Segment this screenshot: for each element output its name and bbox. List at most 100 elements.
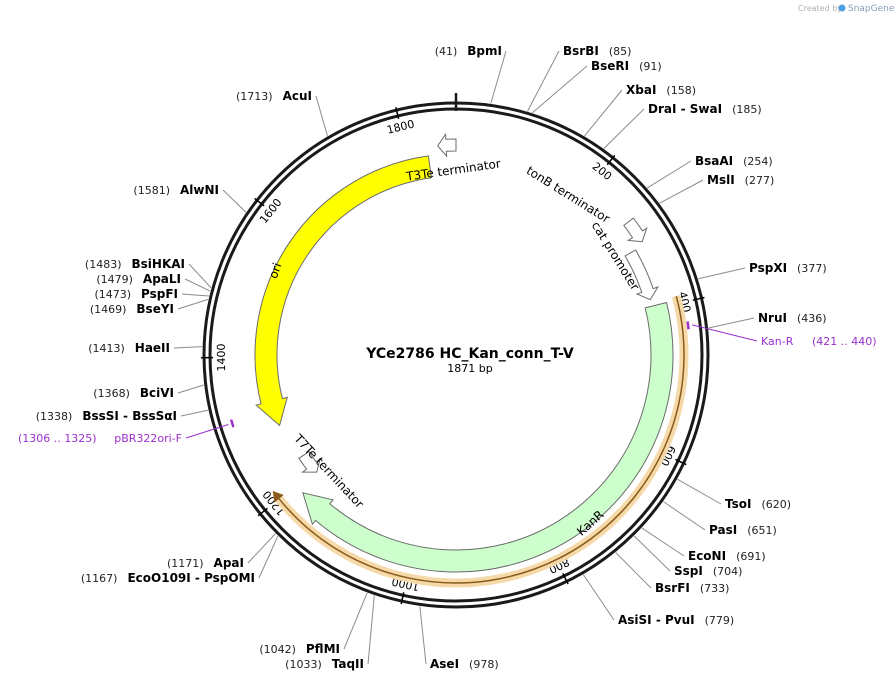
site-name-apali: ApaLI xyxy=(143,272,181,286)
site-sspi[interactable]: SspI (704) xyxy=(633,535,743,578)
site-pos-bseyi: (1469) xyxy=(90,303,127,316)
tick-1000 xyxy=(400,592,405,605)
site-leader-msli xyxy=(659,179,704,204)
tick-1200 xyxy=(257,507,268,517)
site-bsrfi[interactable]: BsrFI(733) xyxy=(615,552,730,595)
site-pflmi[interactable]: PflMI (1042) xyxy=(259,592,368,656)
kanr-highlight-line xyxy=(278,295,685,584)
site-msli[interactable]: MslI(277) xyxy=(659,173,775,204)
plasmid-name: YCe2786 HC_Kan_conn_T-V xyxy=(365,346,574,362)
kanr-highlight-arrowhead xyxy=(272,491,284,503)
site-leader-asei xyxy=(419,606,427,665)
site-leader-bsaai xyxy=(647,160,692,189)
site-leader-tsoi xyxy=(677,478,722,505)
site-leader-pspxi xyxy=(698,267,746,280)
site-apai[interactable]: ApaI (1171) xyxy=(167,533,276,570)
site-pos-pasi: (651) xyxy=(747,524,777,537)
kanr-highlight-band xyxy=(275,294,689,588)
site-bsaai[interactable]: BsaAI(254) xyxy=(647,154,773,189)
site-leader-pflmi xyxy=(343,592,368,650)
site-pos-bsssi: (1338) xyxy=(36,410,73,423)
site-tsoi[interactable]: TsoI(620) xyxy=(677,478,792,511)
restriction-sites: BpmI(41) BsrBI(85)BseRI(91)XbaI (158) DraI … xyxy=(36,44,827,671)
tick-800 xyxy=(562,572,569,585)
site-bsrbi[interactable]: BsrBI(85) xyxy=(527,44,632,112)
kan-r-primer-leader xyxy=(691,324,758,342)
site-taqii[interactable]: TaqII (1033) xyxy=(285,595,375,671)
site-leader-eco0109i xyxy=(258,535,279,579)
site-apali[interactable]: ApaLI (1479) xyxy=(96,272,211,292)
plasmid-length: 1871 bp xyxy=(447,362,492,375)
site-bseyi[interactable]: BseYI(1469) xyxy=(90,298,209,316)
site-nrui[interactable]: NruI(436) xyxy=(708,311,827,329)
site-name-pspfi: PspFI xyxy=(141,287,178,301)
tick-label-1600: 1600 xyxy=(257,196,284,226)
site-leader-bpmi xyxy=(490,50,507,104)
site-xbai[interactable]: XbaI (158) xyxy=(584,83,696,137)
site-leader-apai xyxy=(247,533,276,564)
site-leader-pspfi xyxy=(181,293,209,297)
site-name-taqii: TaqII xyxy=(332,657,364,671)
site-pos-xbai: (158) xyxy=(666,84,696,97)
site-haeii[interactable]: HaeII(1413) xyxy=(88,341,203,355)
site-bseri[interactable]: BseRI(91) xyxy=(532,59,662,114)
site-pos-bcivi: (1368) xyxy=(93,387,130,400)
site-bpmi[interactable]: BpmI(41) xyxy=(435,44,507,104)
ori-feature-arrow xyxy=(254,155,432,427)
tick-600 xyxy=(675,458,687,466)
site-name-sspi: SspI xyxy=(674,564,703,578)
site-pspxi[interactable]: PspXI(377) xyxy=(698,261,827,280)
tick-400 xyxy=(692,296,705,301)
pbr322ori-f-primer-label: pBR322ori-F xyxy=(114,432,182,445)
backbone xyxy=(202,93,710,609)
site-bsssi[interactable]: BssSI - BssSαI(1338) xyxy=(36,409,209,423)
site-pos-taqii: (1033) xyxy=(285,658,322,671)
site-bcivi[interactable]: BciVI(1368) xyxy=(93,384,204,400)
kanr-highlight xyxy=(272,294,689,588)
pbr322ori-f-primer-mark xyxy=(229,419,235,428)
site-pos-haeii: (1413) xyxy=(88,342,125,355)
site-pos-alwni: (1581) xyxy=(133,184,170,197)
site-asisi[interactable]: AsiSI - PvuI(779) xyxy=(583,574,734,627)
site-pspfi[interactable]: PspFI(1473) xyxy=(94,287,209,301)
site-bsihkai[interactable]: BsiHKAI(1483) xyxy=(85,257,212,289)
site-name-pflmi: PflMI xyxy=(306,642,340,656)
tick-label-1400: 1400 xyxy=(215,343,228,371)
site-pos-pflmi: (1042) xyxy=(259,643,296,656)
site-name-apai: ApaI xyxy=(214,556,244,570)
pbr322ori-f-primer-leader xyxy=(185,424,229,439)
snapgene-logo-icon xyxy=(838,4,846,12)
tick-1800 xyxy=(395,107,400,120)
site-eco0109i[interactable]: EcoO109I - PspOMI(1167) xyxy=(81,535,279,585)
pbr322ori-f-primer-range: (1306 .. 1325) xyxy=(18,432,97,445)
cat-feature-arrow xyxy=(624,249,659,301)
site-pos-acui: (1713) xyxy=(236,90,273,103)
site-asei[interactable]: AseI(978) xyxy=(419,606,499,671)
site-pos-bsrbi: (85) xyxy=(609,45,632,58)
site-leader-bseyi xyxy=(177,298,209,310)
site-pos-drai: (185) xyxy=(732,103,762,116)
site-pasi[interactable]: PasI(651) xyxy=(663,501,777,537)
site-leader-pasi xyxy=(663,501,706,531)
site-leader-drai xyxy=(603,108,645,149)
site-alwni[interactable]: AlwNI(1581) xyxy=(133,183,247,213)
site-pos-apai: (1171) xyxy=(167,557,204,570)
site-pos-apali: (1479) xyxy=(96,273,133,286)
site-pos-econi: (691) xyxy=(736,550,766,563)
site-leader-xbai xyxy=(584,89,623,137)
site-name-xbai: XbaI xyxy=(626,83,656,97)
site-econi[interactable]: EcoNI (691) xyxy=(641,527,766,563)
site-name-asei: AseI xyxy=(430,657,459,671)
credit-prefix: Created by xyxy=(798,4,842,13)
site-name-econi: EcoNI xyxy=(688,549,726,563)
site-leader-sspi xyxy=(633,535,671,572)
site-drai[interactable]: DraI - SwaI(185) xyxy=(603,102,762,149)
site-name-pspxi: PspXI xyxy=(749,261,787,275)
site-pos-bpmi: (41) xyxy=(435,45,458,58)
site-acui[interactable]: AcuI(1713) xyxy=(236,89,328,137)
site-name-nrui: NruI xyxy=(758,311,787,325)
site-leader-haeii xyxy=(173,346,203,349)
site-leader-alwni xyxy=(222,189,247,213)
tick-1600 xyxy=(254,197,265,207)
site-pos-sspi: (704) xyxy=(713,565,743,578)
